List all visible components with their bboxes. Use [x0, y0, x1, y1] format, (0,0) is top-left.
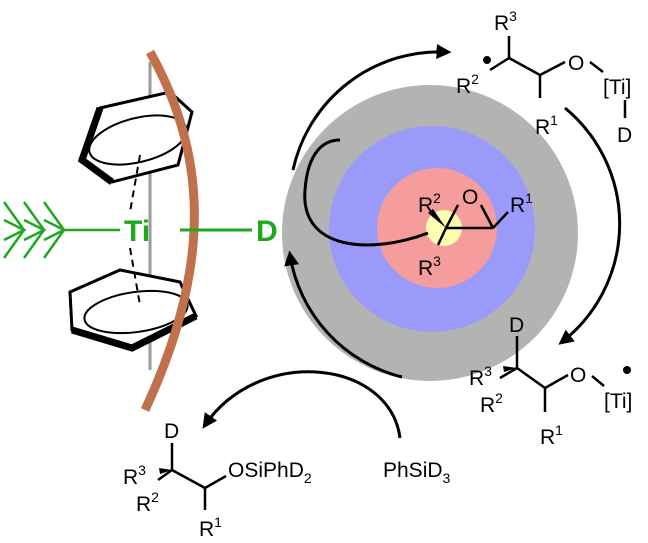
radical-titanium: [Ti] — [603, 76, 631, 99]
epoxide-r1: R — [510, 194, 525, 217]
epoxide-substrate: R2 O R1 R3 — [418, 186, 533, 280]
epoxide-r3: R — [418, 257, 433, 280]
silane-arrow — [202, 370, 402, 439]
dashed-bond-bottom — [129, 247, 141, 306]
deuterated-r2: R — [480, 394, 495, 417]
radical-deuterium: D — [617, 124, 632, 147]
epoxide-r2: R — [418, 194, 433, 217]
deuterated-intermediate: D R3 R2 R1 O [Ti] — [469, 314, 632, 449]
reagent-phsid3: PhSiD3 — [383, 459, 451, 486]
svg-text:R3: R3 — [123, 462, 146, 489]
svg-text:R2: R2 — [418, 190, 441, 217]
catalytic-cycle-rings — [282, 85, 578, 381]
arrow-right-arc — [558, 106, 622, 345]
ti-radical-dot — [623, 366, 631, 374]
product-r1: R — [199, 518, 214, 541]
radical-r2: R — [456, 75, 471, 98]
deuterated-r3: R — [469, 367, 484, 390]
radical-r1: R — [535, 116, 550, 139]
svg-text:R1: R1 — [540, 422, 563, 449]
svg-text:R3: R3 — [469, 363, 492, 390]
cp-ring-top-shadow — [77, 106, 115, 185]
deuterated-titanium: [Ti] — [604, 390, 632, 413]
cycle-arrows — [202, 43, 622, 439]
svg-text:R1: R1 — [510, 190, 533, 217]
dashed-bond-top — [129, 154, 141, 213]
titanocene-catalyst: Ti D — [2, 49, 278, 412]
svg-text:R2: R2 — [480, 390, 503, 417]
product-r3: R — [123, 466, 138, 489]
ligand-strand — [140, 49, 199, 412]
deuterium-label: D — [256, 215, 278, 248]
svg-text:R2: R2 — [136, 489, 159, 516]
radical-oxygen: O — [568, 52, 584, 75]
deuterated-product: D R3 R2 R1 OSiPhD2 — [123, 420, 312, 541]
epoxide-oxygen: O — [462, 186, 478, 209]
svg-text:R1: R1 — [535, 112, 558, 139]
radical-dot — [483, 56, 491, 64]
core-spot — [426, 210, 462, 246]
product-r2: R — [136, 493, 151, 516]
radical-r3: R — [494, 12, 509, 35]
svg-text:R3: R3 — [418, 253, 441, 280]
arrow-top-arc — [291, 43, 452, 171]
svg-text:R1: R1 — [199, 514, 222, 541]
deuterated-oxygen: O — [570, 364, 586, 387]
product-silyl-ether: OSiPhD — [228, 459, 304, 482]
svg-text:R2: R2 — [456, 71, 479, 98]
radical-intermediate: R3 R2 R1 O [Ti] D — [456, 8, 632, 147]
deuterated-r1: R — [540, 426, 555, 449]
deuterated-d: D — [509, 314, 524, 337]
svg-text:OSiPhD2: OSiPhD2 — [228, 459, 312, 486]
chevron-tether — [2, 201, 120, 259]
arrow-bottom-arc — [284, 250, 403, 379]
ring-opening-arrow — [303, 138, 429, 247]
product-d: D — [164, 420, 179, 443]
titanium-label: Ti — [124, 215, 150, 248]
svg-text:R3: R3 — [494, 8, 517, 35]
